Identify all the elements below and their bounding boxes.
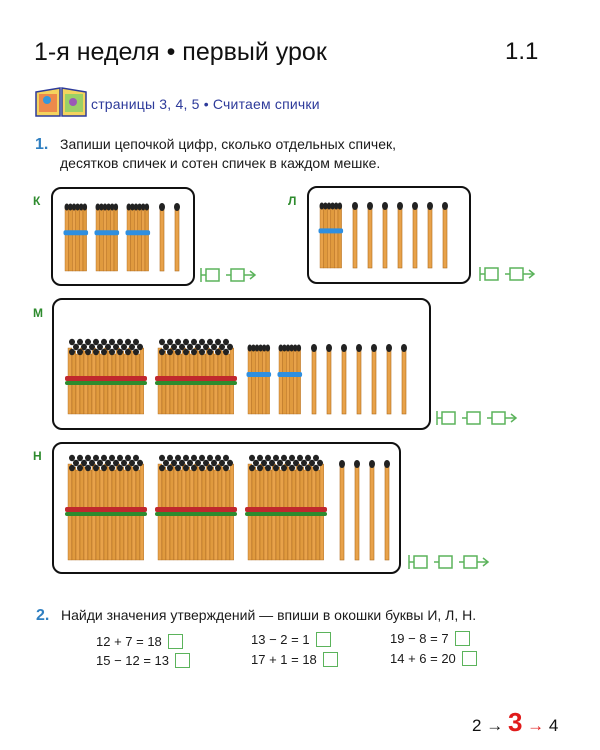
sack-n — [52, 442, 401, 574]
single-match — [386, 344, 392, 415]
digit-chain — [479, 267, 536, 281]
single-match — [382, 202, 388, 269]
digit-chain — [200, 268, 257, 282]
next-page[interactable]: 4 — [548, 716, 559, 735]
arrow-right-icon — [482, 557, 490, 567]
equation-1: 12 + 7 = 18 — [96, 634, 183, 649]
single-match — [371, 344, 377, 415]
sack-k — [51, 187, 195, 286]
task1-number: 1. — [35, 136, 49, 153]
answer-box[interactable] — [167, 634, 183, 649]
page-title: 1-я неделя • первый урок — [34, 38, 327, 66]
arrow-right-icon — [249, 270, 257, 280]
digit-box — [438, 555, 453, 569]
arrow-right-icon — [528, 269, 536, 279]
arrow-right-icon: → — [486, 716, 504, 735]
digit-box — [205, 268, 220, 282]
ten-bundle — [246, 344, 272, 415]
digit-chain — [436, 411, 518, 425]
sack-l — [307, 186, 471, 284]
answer-box[interactable] — [315, 632, 331, 647]
single-match — [401, 344, 407, 415]
sack-l-matches — [318, 202, 448, 269]
answer-box[interactable] — [454, 631, 470, 646]
ten-bundle — [125, 203, 151, 272]
single-match — [397, 202, 403, 269]
digit-box — [509, 267, 524, 281]
equation-2: 15 − 12 = 13 — [96, 653, 191, 668]
single-match — [356, 344, 362, 415]
single-match — [384, 460, 390, 561]
task1-line2: десятков спичек и сотен спичек в каждом … — [60, 155, 381, 171]
arrow-right-icon — [510, 413, 518, 423]
row-label-l: Л — [288, 194, 297, 208]
hundred-bundle — [245, 454, 327, 561]
task2-number: 2. — [36, 607, 50, 624]
pages-reference: страницы 3, 4, 5 • Считаем спички — [91, 96, 320, 112]
ten-bundle — [318, 202, 344, 269]
ten-bundle — [63, 203, 89, 272]
answer-box[interactable] — [175, 653, 191, 668]
answer-box[interactable] — [322, 652, 338, 667]
row-label-m: М — [33, 306, 43, 320]
single-match — [341, 344, 347, 415]
answer-chain-n[interactable] — [408, 554, 495, 570]
equation-5: 19 − 8 = 7 — [390, 631, 470, 646]
answer-box[interactable] — [461, 651, 477, 666]
single-match — [369, 460, 375, 561]
single-match — [412, 202, 418, 269]
digit-box — [484, 267, 499, 281]
sack-n-matches — [65, 454, 390, 561]
sack-m — [52, 298, 431, 430]
ten-bundle — [94, 203, 120, 272]
row-label-n: Н — [33, 449, 42, 463]
task2-instruction: Найди значения утверждений — впиши в око… — [61, 607, 477, 623]
pagination: 2 → 3 → 4 — [472, 707, 558, 738]
sack-k-matches — [63, 203, 180, 272]
sack-m-matches — [65, 338, 407, 415]
current-page: 3 — [507, 707, 523, 737]
single-match — [442, 202, 448, 269]
ten-bundle — [277, 344, 303, 415]
single-match — [352, 202, 358, 269]
single-match — [427, 202, 433, 269]
digit-box — [413, 555, 428, 569]
lesson-number: 1.1 — [505, 38, 539, 65]
digit-box — [466, 411, 481, 425]
digit-box — [230, 268, 245, 282]
answer-chain-k[interactable] — [200, 267, 261, 283]
single-match — [159, 203, 165, 272]
single-match — [311, 344, 317, 415]
answer-chain-l[interactable] — [479, 266, 540, 282]
answer-chain-m[interactable] — [436, 410, 523, 426]
equation-4: 17 + 1 = 18 — [251, 652, 338, 667]
equation-6: 14 + 6 = 20 — [390, 651, 477, 666]
hundred-bundle — [155, 454, 237, 561]
digit-box — [463, 555, 478, 569]
single-match — [339, 460, 345, 561]
hundred-bundle — [65, 338, 147, 415]
open-book-icon — [35, 87, 87, 117]
single-match — [326, 344, 332, 415]
prev-page[interactable]: 2 — [472, 716, 482, 735]
single-match — [174, 203, 180, 272]
arrow-right-icon: → — [527, 716, 545, 735]
single-match — [354, 460, 360, 561]
hundred-bundle — [155, 338, 237, 415]
single-match — [367, 202, 373, 269]
digit-box — [441, 411, 456, 425]
row-label-k: К — [33, 194, 41, 208]
task1-line1: Запиши цепочкой цифр, сколько отдельных … — [60, 136, 397, 152]
digit-chain — [408, 555, 490, 569]
hundred-bundle — [65, 454, 147, 561]
task1-instruction: Запиши цепочкой цифр, сколько отдельных … — [60, 135, 440, 173]
digit-box — [491, 411, 506, 425]
equation-3: 13 − 2 = 1 — [251, 632, 331, 647]
